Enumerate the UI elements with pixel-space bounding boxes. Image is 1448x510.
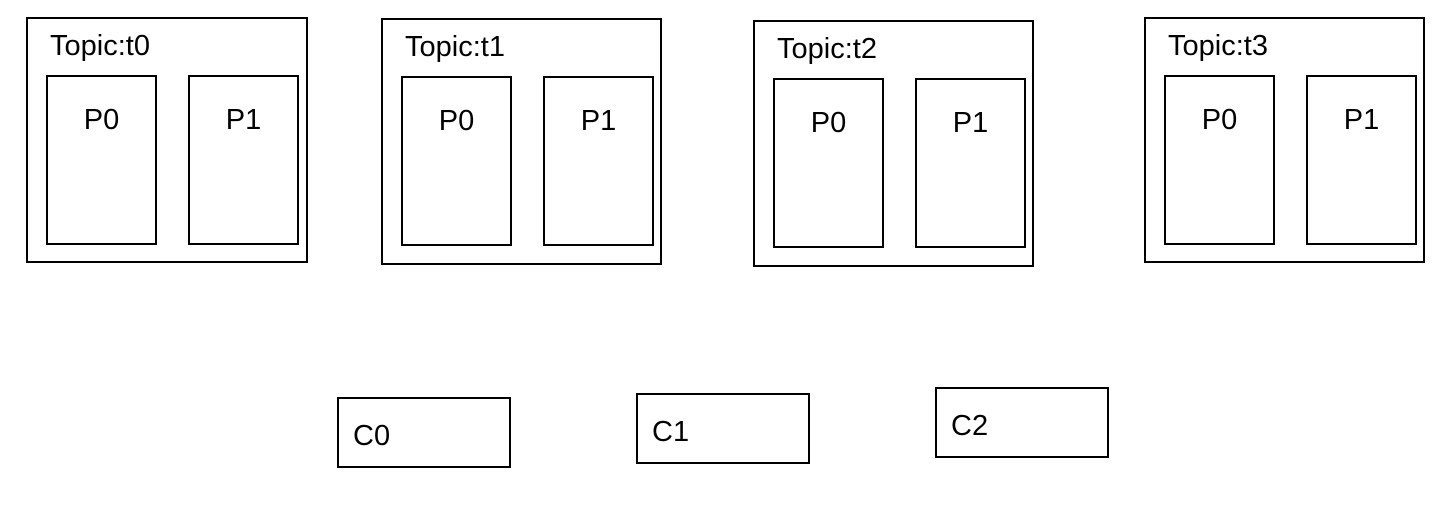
partition-label: P0: [83, 104, 120, 136]
partition-label: P1: [580, 105, 617, 137]
topic-title: Topic:t2: [777, 33, 877, 65]
partition-label: P1: [1343, 104, 1380, 136]
partition-box-p0: P0: [773, 78, 884, 248]
topic-title: Topic:t3: [1168, 30, 1268, 62]
partition-box-p1: P1: [915, 78, 1026, 248]
topic-box-t3: Topic:t3 P0 P1: [1144, 17, 1425, 263]
partition-label: P1: [225, 104, 262, 136]
partition-label: P1: [952, 107, 989, 139]
topic-title: Topic:t1: [405, 31, 505, 63]
consumer-box-c1: C1: [636, 393, 810, 464]
consumer-label: C1: [652, 416, 690, 448]
topic-title: Topic:t0: [50, 30, 150, 62]
consumer-label: C2: [951, 410, 989, 442]
partition-box-p1: P1: [1306, 75, 1417, 245]
partition-label: P0: [438, 105, 475, 137]
partition-box-p0: P0: [401, 76, 512, 246]
partition-box-p0: P0: [1164, 75, 1275, 245]
consumer-box-c2: C2: [935, 387, 1109, 458]
partition-box-p0: P0: [46, 75, 157, 245]
topic-box-t1: Topic:t1 P0 P1: [381, 18, 662, 265]
topic-box-t2: Topic:t2 P0 P1: [753, 20, 1034, 267]
partition-label: P0: [810, 107, 847, 139]
consumer-box-c0: C0: [337, 397, 511, 468]
partition-label: P0: [1201, 104, 1238, 136]
partition-box-p1: P1: [543, 76, 654, 246]
consumer-label: C0: [353, 420, 391, 452]
topic-box-t0: Topic:t0 P0 P1: [26, 17, 308, 263]
partition-box-p1: P1: [188, 75, 299, 245]
